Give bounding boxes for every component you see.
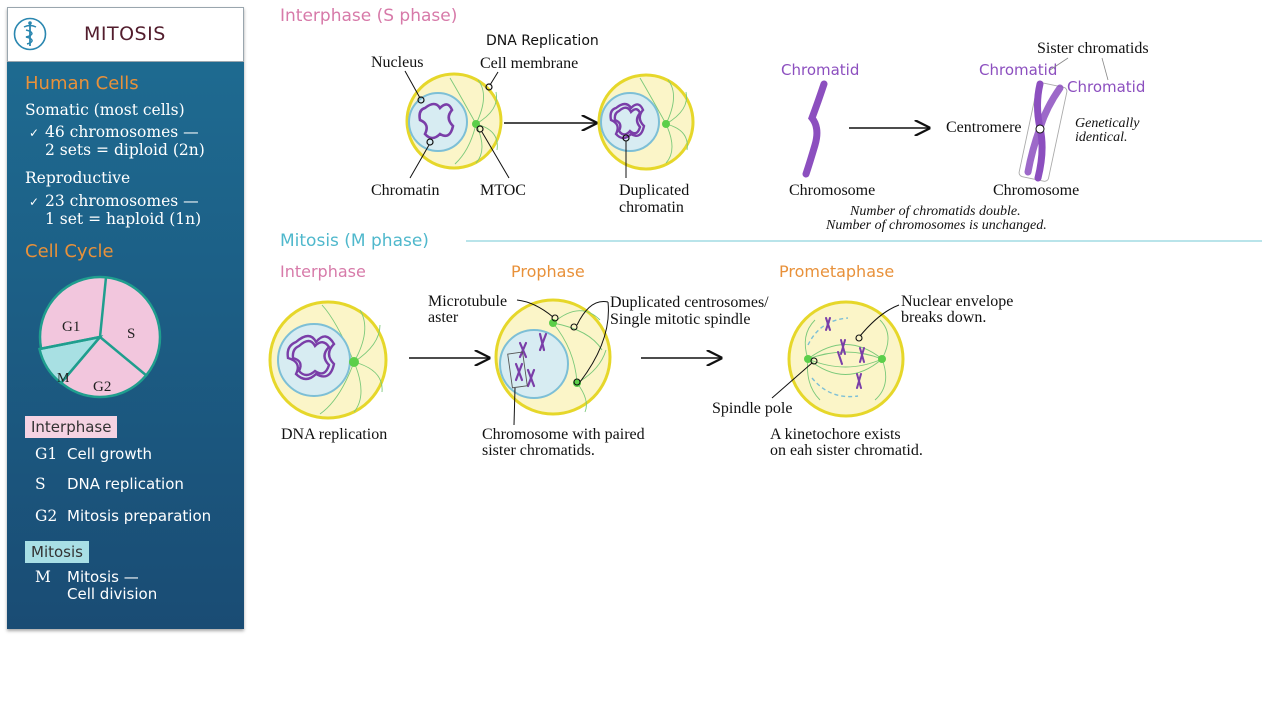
pie-label-s: S [127, 326, 135, 342]
m-interphase-label: Interphase [280, 262, 366, 281]
prometaphase-label: Prometaphase [779, 262, 894, 281]
envelope-line2: breaks down. [901, 309, 986, 326]
genetically-line2: identical. [1075, 130, 1128, 145]
mtoc-label: MTOC [480, 182, 526, 199]
prophase-caption-line1: Chromosome with paired [482, 426, 645, 443]
m-interphase-cell [268, 300, 388, 420]
prometaphase-caption-line1: A kinetochore exists [770, 426, 901, 443]
m-interphase-caption: DNA replication [281, 426, 387, 443]
m-desc-line2: Cell division [67, 585, 158, 603]
prometaphase-caption-line2: on eah sister chromatid. [770, 442, 923, 459]
phase-code-g2: G2 [35, 507, 58, 525]
prophase-label: Prophase [511, 262, 585, 281]
chromatid-b-label: Chromatid [1067, 78, 1145, 96]
dup-centrosomes-line2: Single mitotic spindle [610, 311, 750, 328]
pie-label-g2: G2 [93, 379, 111, 395]
prometaphase-cell [787, 300, 905, 418]
cell-cycle-heading: Cell Cycle [25, 241, 114, 262]
centromere-label: Centromere [946, 119, 1022, 136]
duplicated-line1: Duplicated [619, 182, 689, 199]
note-line1: Number of chromatids double. [849, 204, 1021, 219]
mitosis-tag: Mitosis [25, 541, 89, 563]
cell-membrane-label: Cell membrane [480, 55, 578, 72]
chromosome-right-label: Chromosome [993, 182, 1079, 199]
spindle-pole-label: Spindle pole [712, 400, 792, 417]
chromatid-a-label: Chromatid [979, 61, 1057, 79]
prophase-leaders [513, 299, 609, 426]
sidebar-header: MITOSIS [7, 7, 244, 62]
phase-desc-s: DNA replication [67, 475, 184, 493]
somatic-label: Somatic (most cells) [25, 101, 185, 119]
sister-chromatids-label: Sister chromatids [1037, 40, 1149, 57]
dup-centrosomes-line1: Duplicated centrosomes/ [610, 294, 769, 311]
prophase-caption-line2: sister chromatids. [482, 442, 595, 459]
sister-leader-2 [1101, 57, 1109, 81]
interphase-cell-1-leaders [404, 70, 510, 179]
check-icon: ✓ [29, 195, 40, 209]
somatic-line1: 46 chromosomes — [45, 123, 199, 141]
dna-replication-label: DNA Replication [486, 33, 599, 49]
genetically-line1: Genetically [1075, 116, 1140, 131]
interphase-cell-1 [405, 72, 503, 170]
phase-code-s: S [35, 475, 46, 493]
sister-leader-1 [1049, 57, 1069, 71]
chromosome-outline [1018, 82, 1068, 182]
microtubule-line2: aster [428, 309, 459, 326]
reproductive-label: Reproductive [25, 169, 131, 187]
prophase-cell [494, 298, 612, 416]
phase-code-g1: G1 [35, 445, 58, 463]
sidebar: MITOSIS Human Cells Somatic (most cells)… [7, 7, 244, 629]
pie-label-m: M [57, 371, 70, 386]
note-line2: Number of chromosomes is unchanged. [825, 218, 1047, 233]
microtubule-line1: Microtubule [428, 293, 507, 310]
human-cells-heading: Human Cells [25, 73, 139, 94]
phase-desc-g2: Mitosis preparation [67, 507, 212, 525]
prometaphase-leaders [771, 304, 900, 399]
check-icon: ✓ [29, 126, 40, 140]
chromatid-left-label: Chromatid [781, 61, 859, 79]
repro-line1: 23 chromosomes — [45, 192, 199, 210]
centromere-marker [1035, 124, 1045, 134]
pie-label-g1: G1 [62, 319, 80, 335]
phase-code-m: M [35, 568, 51, 586]
phase-desc-g1: Cell growth [67, 445, 152, 463]
interphase-cell-2 [597, 73, 695, 171]
envelope-line1: Nuclear envelope [901, 293, 1013, 310]
interphase-tag: Interphase [25, 416, 118, 438]
interphase-s-heading: Interphase (S phase) [280, 6, 457, 26]
repro-line2: 1 set = haploid (1n) [45, 210, 202, 228]
single-chromatid-shape [802, 80, 828, 178]
somatic-line2: 2 sets = diploid (2n) [45, 141, 205, 159]
mitosis-m-heading: Mitosis (M phase) [280, 231, 429, 251]
chromosome-left-label: Chromosome [789, 182, 875, 199]
duplicated-line2: chromatin [619, 199, 684, 216]
cell-cycle-pie-chart: G1 S M G2 [37, 275, 162, 399]
nucleus-label: Nucleus [371, 54, 423, 71]
m-desc-line1: Mitosis — [67, 568, 139, 586]
caduceus-logo-icon [13, 17, 47, 51]
chromatin-label: Chromatin [371, 182, 439, 199]
sidebar-title: MITOSIS [84, 23, 166, 45]
